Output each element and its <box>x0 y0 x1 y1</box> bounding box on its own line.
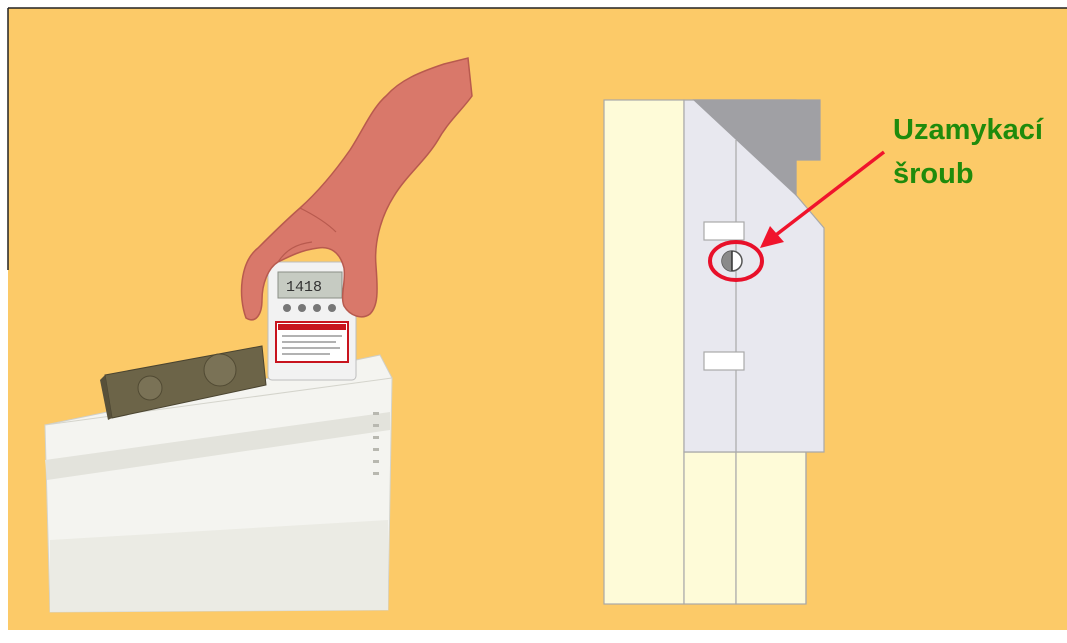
callout-label-line-1: Uzamykací <box>893 108 1043 152</box>
mount-drawing <box>604 100 824 604</box>
timer-module-icon: 1418 <box>268 262 356 380</box>
callout-label-line-2: šroub <box>893 152 1043 196</box>
svg-text:1418: 1418 <box>286 279 322 296</box>
screw-icon <box>722 251 742 271</box>
callout-label: Uzamykací šroub <box>893 108 1043 196</box>
